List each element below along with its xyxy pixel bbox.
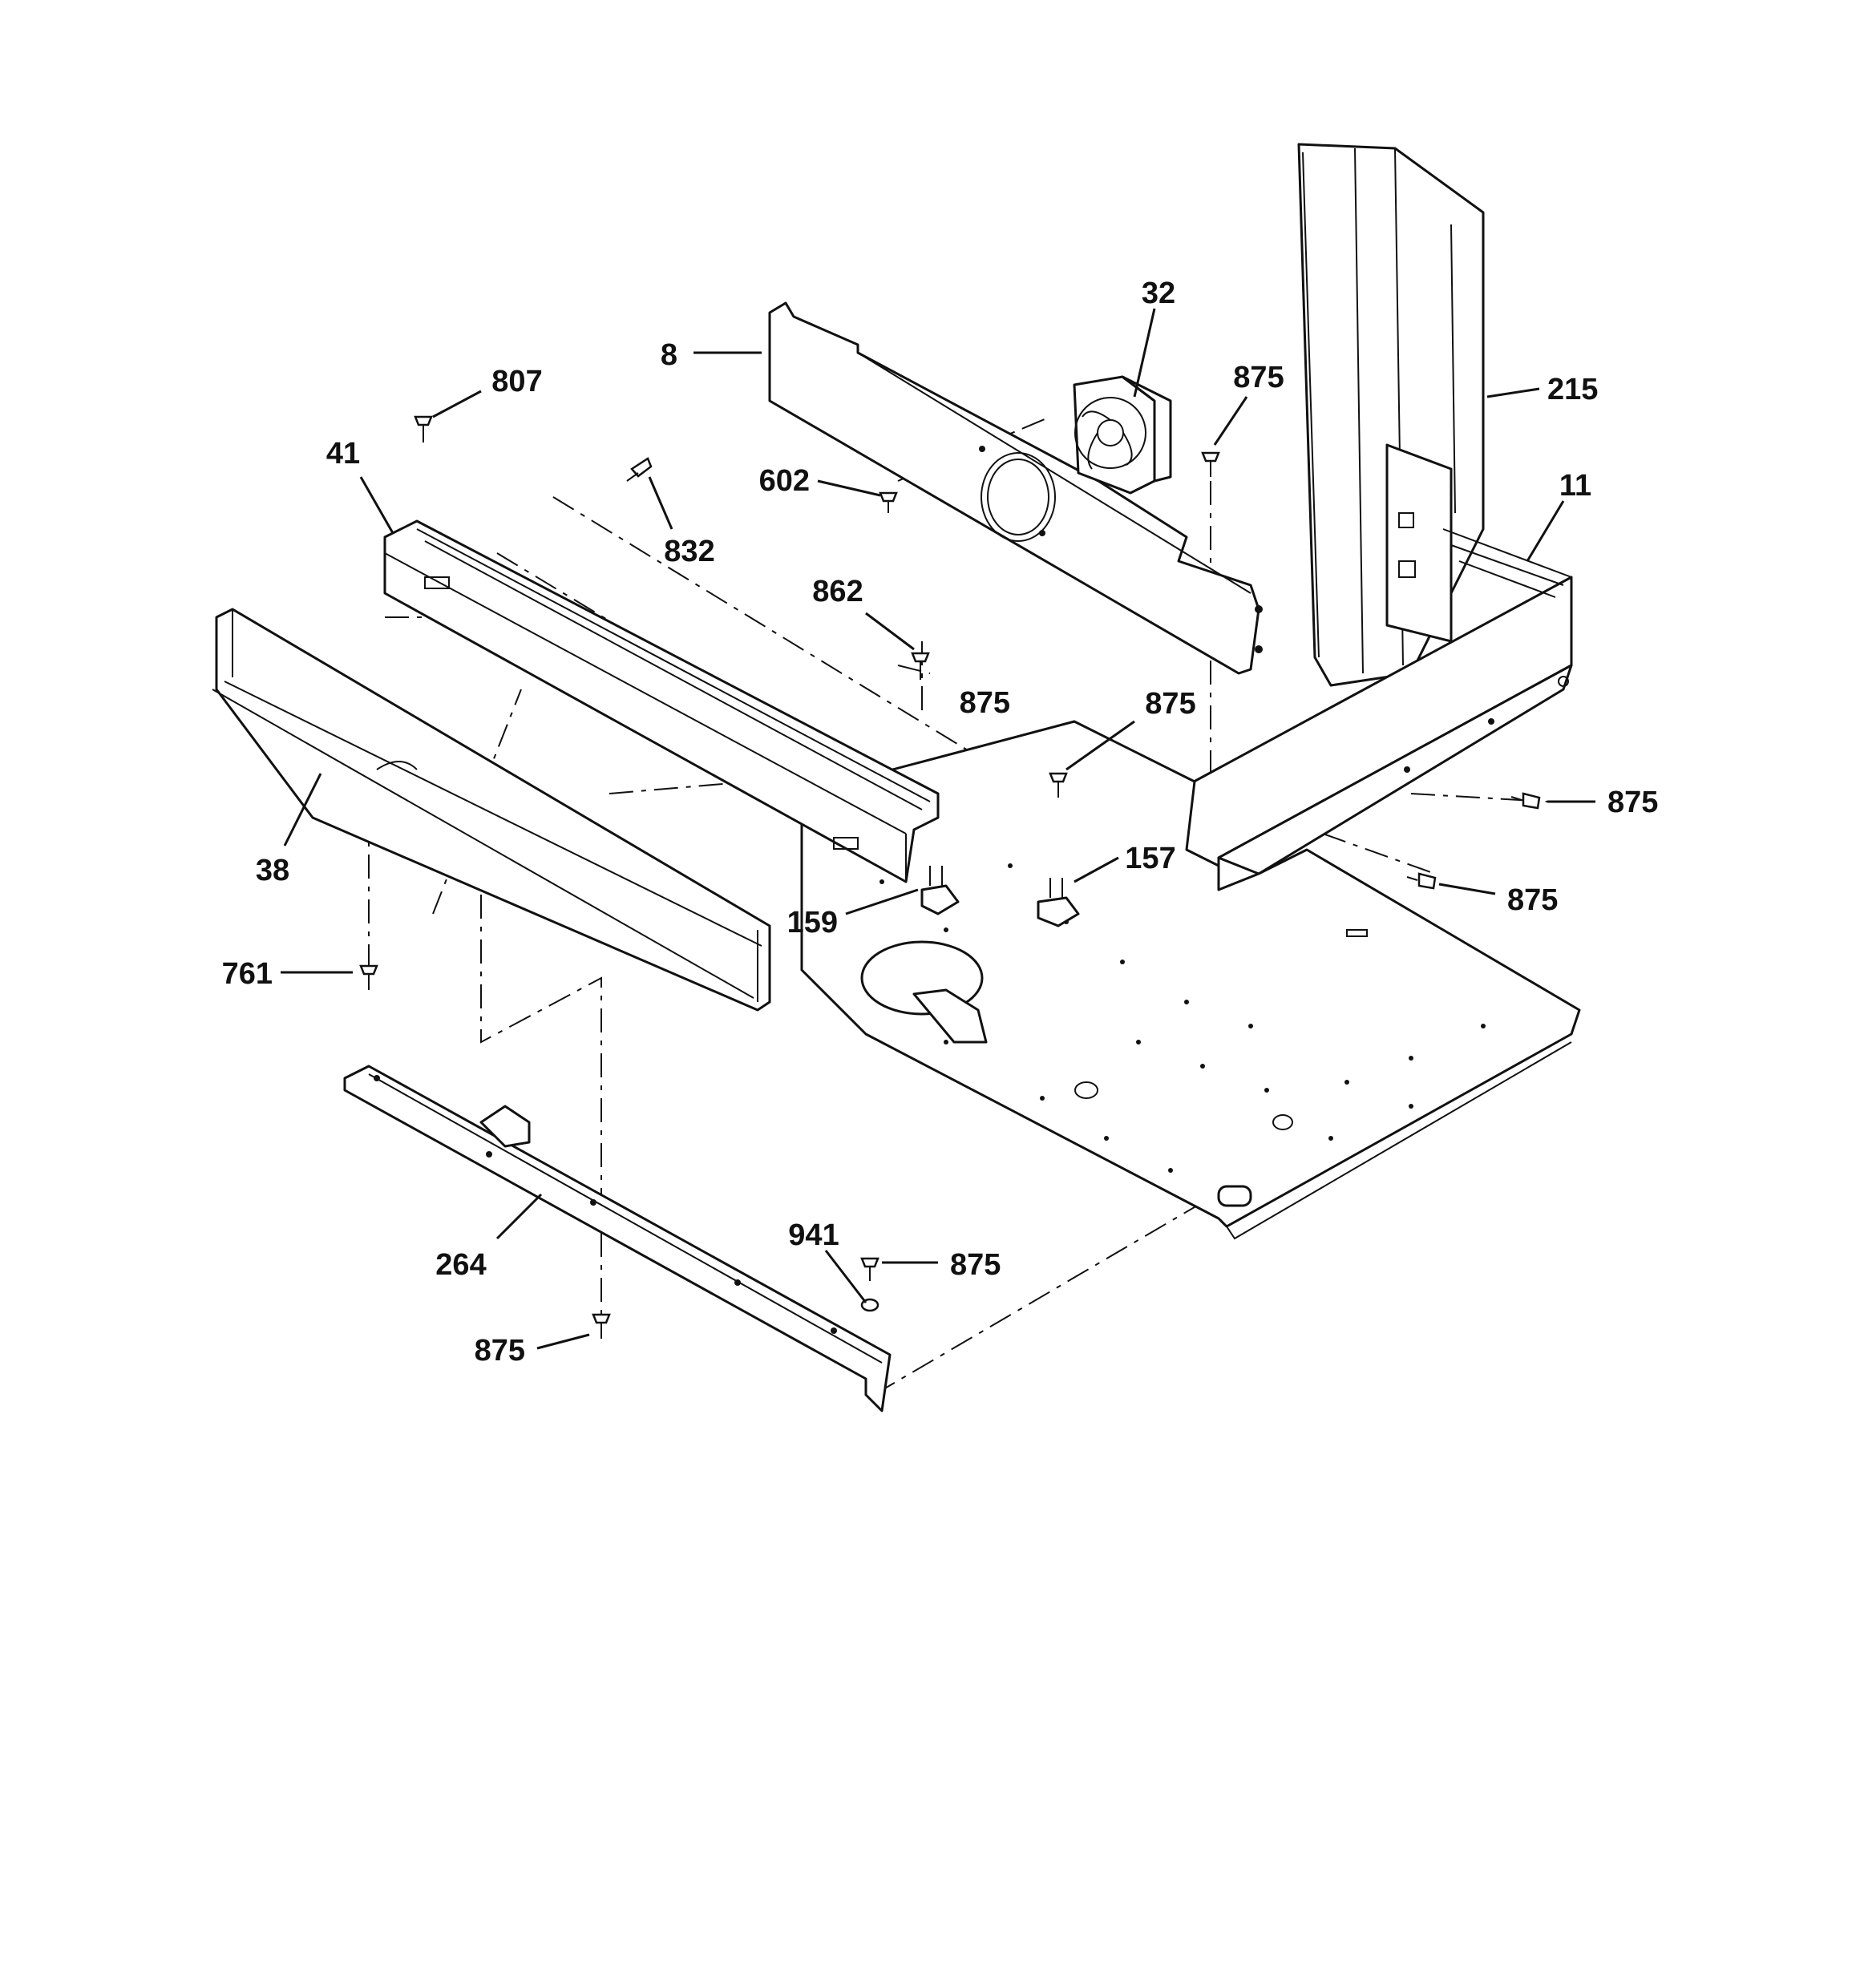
callout-761: 761 [222, 957, 273, 991]
screw-875-right-lower [1406, 872, 1437, 890]
callout-215: 215 [1547, 373, 1598, 406]
callout-leaders [281, 308, 1595, 1350]
callout-941: 941 [788, 1218, 839, 1252]
screw-602 [879, 491, 898, 513]
callout-875-right-lower: 875 [1507, 883, 1558, 917]
fan-32 [1073, 375, 1172, 495]
callout-38: 38 [256, 854, 289, 887]
callout-602: 602 [759, 464, 810, 498]
screw-875-mid [1049, 772, 1068, 798]
base-plate [800, 720, 1581, 1240]
callout-807: 807 [491, 365, 542, 398]
callout-264: 264 [435, 1248, 486, 1282]
callout-862: 862 [812, 575, 863, 608]
callout-41: 41 [326, 437, 360, 471]
screws [359, 415, 1541, 1339]
callout-157: 157 [1125, 842, 1175, 875]
screw-875-lower-right [860, 1257, 879, 1281]
callout-875-lower-right: 875 [950, 1248, 1001, 1282]
thermostat-159 [920, 866, 960, 915]
callout-11: 11 [1559, 469, 1591, 503]
screw-862 [911, 652, 930, 680]
side-bracket-11 [1185, 528, 1573, 883]
callout-832: 832 [664, 535, 714, 568]
screw-761 [359, 964, 378, 990]
front-panel-38 [212, 608, 771, 1012]
callout-875-center: 875 [960, 686, 1010, 720]
screw-875-top [1201, 451, 1220, 477]
callout-8: 8 [661, 338, 677, 372]
callout-32: 32 [1142, 277, 1175, 310]
callout-875-top: 875 [1233, 361, 1284, 394]
screw-875-bottom [592, 1313, 611, 1339]
callout-labels: 8 32 875 215 807 41 602 832 11 862 875 8… [222, 277, 1659, 1368]
rear-panel-8 [768, 301, 1263, 675]
rear-duct-215 [1297, 143, 1485, 687]
bottom-rail-264 [343, 1065, 892, 1412]
callout-875-right-upper: 875 [1607, 786, 1658, 819]
callout-875-bottom: 875 [475, 1334, 525, 1368]
screw-875-right-upper [1510, 792, 1541, 810]
trim-rail-41 [383, 519, 940, 883]
thermostat-157 [1037, 878, 1080, 927]
screw-807 [414, 415, 433, 442]
callout-875-mid: 875 [1145, 687, 1195, 721]
callout-159: 159 [787, 906, 838, 939]
screw-832 [626, 457, 653, 482]
